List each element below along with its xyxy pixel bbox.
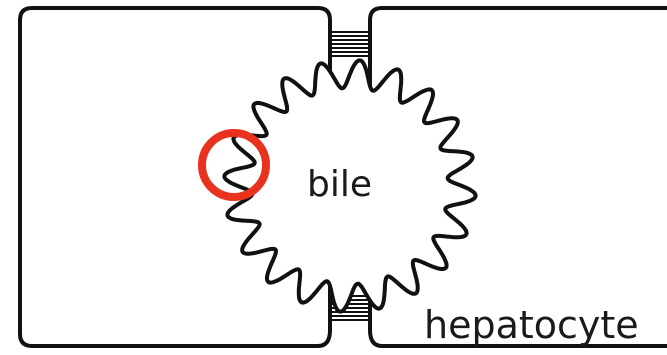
bile-label: bile: [307, 164, 372, 205]
tight-junction-top: [330, 32, 370, 56]
hepatocyte-label: hepatocyte: [424, 303, 639, 347]
